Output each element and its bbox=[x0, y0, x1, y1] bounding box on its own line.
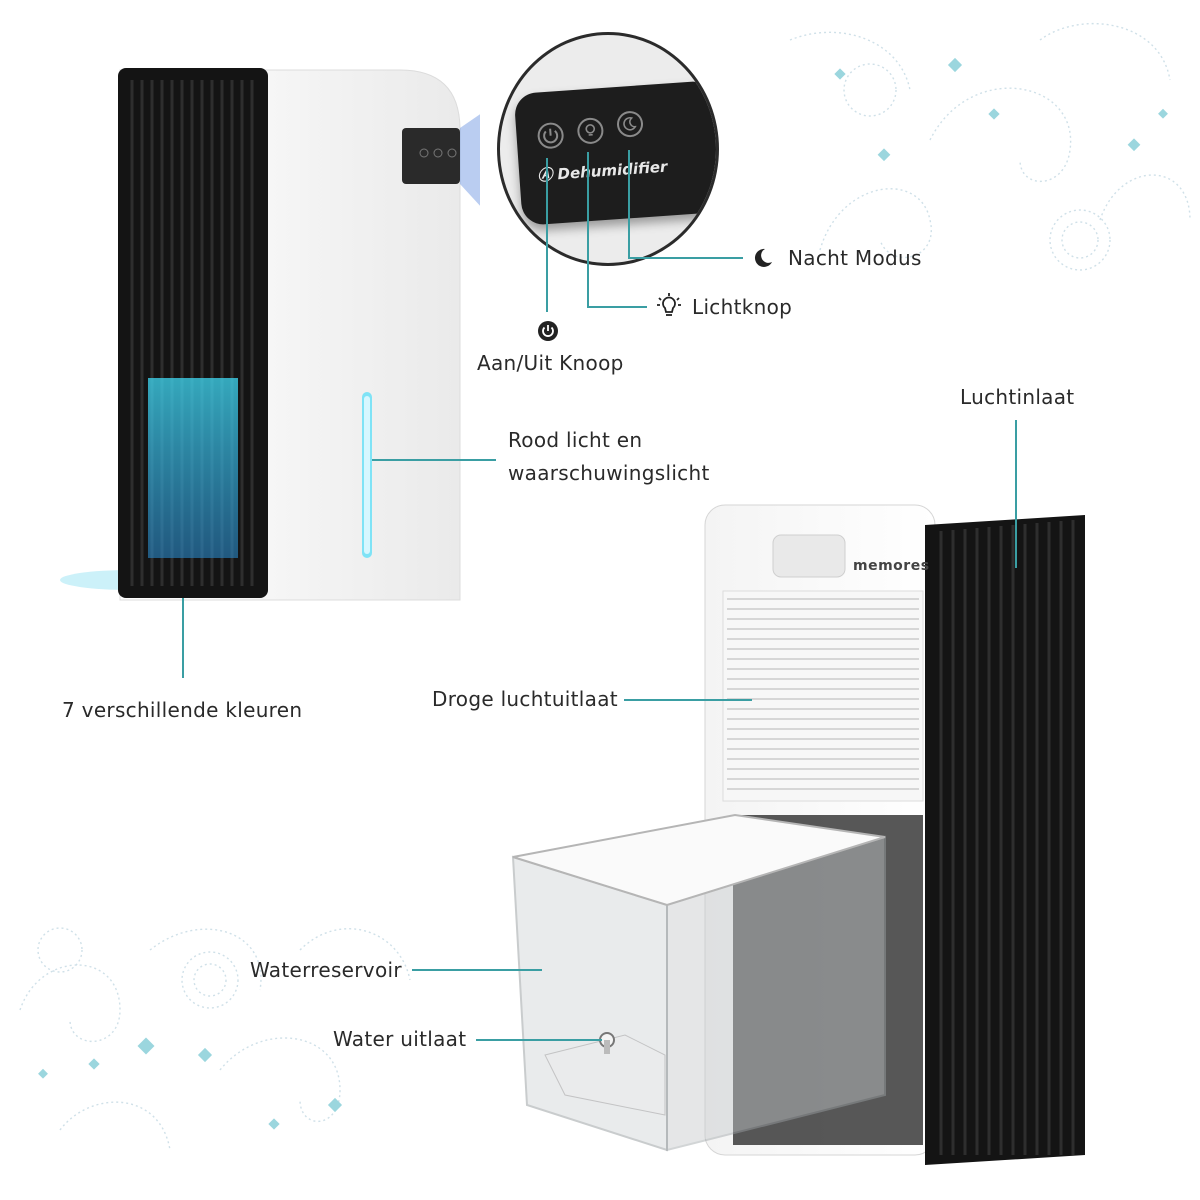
leader-line-seven-colors bbox=[182, 598, 184, 678]
moon-icon[interactable] bbox=[615, 109, 645, 139]
seven-colors-label: 7 verschillende kleuren bbox=[62, 698, 303, 722]
leader-line-air-inlet bbox=[1015, 420, 1017, 568]
dehumidifier-tank-view bbox=[511, 504, 1085, 1165]
leader-line-light-h bbox=[587, 306, 647, 308]
dry-air-outlet-label: Droge luchtuitlaat bbox=[432, 687, 618, 711]
leader-line-power-v bbox=[546, 158, 548, 312]
leader-line-red-light bbox=[372, 459, 496, 461]
power-icon[interactable] bbox=[536, 121, 566, 151]
leader-line-water-tank bbox=[412, 969, 542, 971]
power-button-label: Aan/Uit Knoop bbox=[477, 351, 624, 375]
dehumidifier-front-view bbox=[60, 68, 480, 601]
air-inlet-label: Luchtinlaat bbox=[960, 385, 1075, 409]
bulb-icon[interactable] bbox=[575, 116, 605, 146]
leader-line-light-v bbox=[587, 152, 589, 308]
brand-logo: memores bbox=[853, 558, 930, 574]
power-icon bbox=[538, 321, 558, 341]
moon-icon bbox=[754, 248, 772, 267]
leader-line-water-outlet bbox=[476, 1039, 602, 1041]
bulb-icon bbox=[657, 293, 681, 316]
decorative-swirls-bottom-left bbox=[19, 927, 411, 1151]
decorative-swirls-top-right bbox=[789, 22, 1191, 271]
brand-icon: Ⓐ bbox=[536, 165, 553, 185]
night-mode-label: Nacht Modus bbox=[788, 246, 922, 270]
panel-brand: Ⓐ Dehumidifier bbox=[536, 157, 668, 185]
control-panel-zoom: Ⓐ Dehumidifier bbox=[497, 32, 719, 266]
leader-line-dry-air-outlet bbox=[624, 699, 752, 701]
red-light-label-line2: waarschuwingslicht bbox=[508, 461, 710, 485]
leader-line-night-mode-v bbox=[628, 150, 630, 258]
control-panel-closeup: Ⓐ Dehumidifier bbox=[513, 80, 716, 226]
water-tank-label: Waterreservoir bbox=[250, 958, 402, 982]
light-button-label: Lichtknop bbox=[692, 295, 793, 319]
red-light-label-line1: Rood licht en bbox=[508, 428, 643, 452]
water-outlet-label: Water uitlaat bbox=[333, 1027, 467, 1051]
leader-line-night-mode-h bbox=[628, 257, 743, 259]
